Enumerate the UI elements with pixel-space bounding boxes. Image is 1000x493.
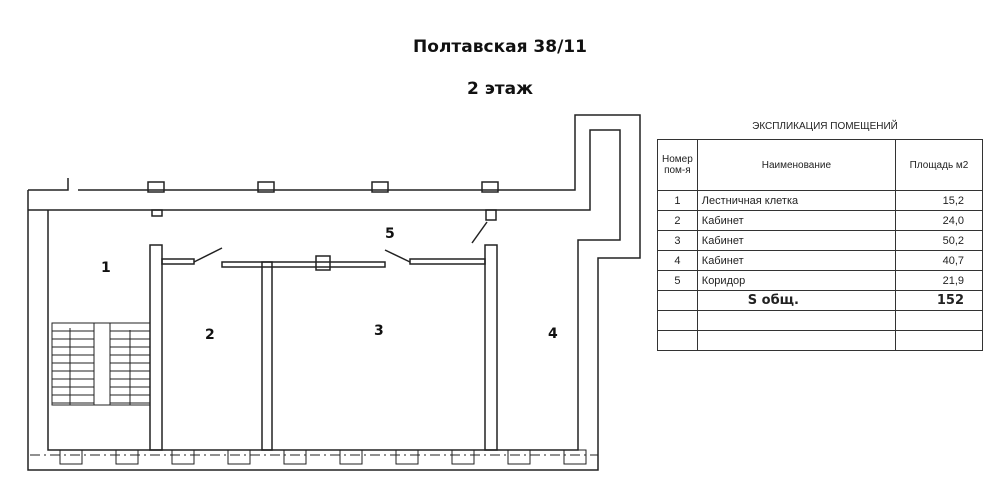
window xyxy=(227,449,251,465)
column-header-area: Площадь м2 xyxy=(895,139,983,191)
pilaster xyxy=(257,181,275,193)
room-label-1: 1 xyxy=(101,260,111,276)
outer-wall xyxy=(27,114,641,471)
row-number: 3 xyxy=(657,230,698,251)
total-value: 152 xyxy=(895,290,983,311)
row-name: Кабинет xyxy=(696,230,897,251)
window xyxy=(563,449,587,465)
total-row: S общ.152 xyxy=(657,290,983,311)
partition-wall xyxy=(149,244,163,451)
window xyxy=(507,449,531,465)
corridor-wall xyxy=(221,261,386,268)
window xyxy=(451,449,475,465)
row-name: Кабинет xyxy=(696,250,897,271)
pilaster xyxy=(481,181,499,193)
staircase xyxy=(51,322,151,406)
empty-row xyxy=(657,310,983,331)
door xyxy=(471,221,488,244)
row-number: 2 xyxy=(657,210,698,231)
row-number: 4 xyxy=(657,250,698,271)
window xyxy=(339,449,363,465)
corridor-wall xyxy=(409,258,486,265)
window xyxy=(283,449,307,465)
floor-title: 2 этаж xyxy=(466,79,534,99)
window xyxy=(59,449,83,465)
pilaster xyxy=(147,181,165,193)
window xyxy=(395,449,419,465)
address-title: Полтавская 38/11 xyxy=(413,37,587,57)
pilaster xyxy=(151,209,163,217)
row-number: 1 xyxy=(657,190,698,211)
partition-wall xyxy=(261,261,273,451)
room-label-4: 4 xyxy=(548,326,558,342)
inner-wall-outline xyxy=(47,129,621,451)
room-label-2: 2 xyxy=(205,327,215,343)
door xyxy=(384,249,411,263)
pilaster xyxy=(485,209,497,221)
total-label: S общ. xyxy=(696,290,897,311)
row-name: Коридор xyxy=(696,270,897,291)
row-number: 5 xyxy=(657,270,698,291)
explication-title: ЭКСПЛИКАЦИЯ ПОМЕЩЕНИЙ xyxy=(752,121,898,132)
row-area: 21,9 xyxy=(895,270,983,291)
empty-row xyxy=(657,330,983,351)
windows xyxy=(59,449,587,465)
column xyxy=(315,255,331,271)
door xyxy=(193,247,223,263)
table-header: Номер пом-я Наименование Площадь м2 xyxy=(657,139,983,191)
room-label-3: 3 xyxy=(374,323,384,339)
row-name: Лестничная клетка xyxy=(696,190,897,211)
window xyxy=(171,449,195,465)
row-area: 24,0 xyxy=(895,210,983,231)
row-name: Кабинет xyxy=(696,210,897,231)
column-header-number: Номер пом-я xyxy=(657,139,698,191)
row-area: 15,2 xyxy=(895,190,983,211)
corridor-wall xyxy=(161,258,195,265)
window xyxy=(115,449,139,465)
pilaster xyxy=(371,181,389,193)
partition-wall xyxy=(484,244,498,451)
row-area: 50,2 xyxy=(895,230,983,251)
room-label-5: 5 xyxy=(385,226,395,242)
row-area: 40,7 xyxy=(895,250,983,271)
column-header-name: Наименование xyxy=(696,139,897,191)
